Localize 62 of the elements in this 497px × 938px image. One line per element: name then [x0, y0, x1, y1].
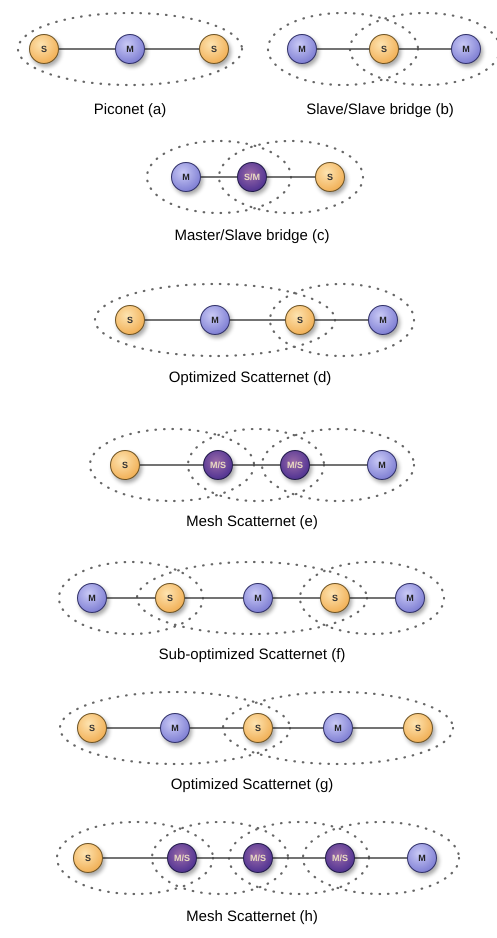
link-line: [350, 597, 395, 599]
slave-node: S: [155, 583, 185, 613]
slave-node: S: [29, 34, 59, 64]
slave-node: S: [315, 162, 345, 192]
master-node: M: [407, 843, 437, 873]
caption: Mesh Scatternet (e): [186, 513, 318, 530]
link-line: [273, 857, 325, 859]
slave-node: S: [243, 713, 273, 743]
master-node: M: [77, 583, 107, 613]
link-line: [233, 464, 280, 466]
caption: Piconet (a): [94, 101, 166, 118]
bridge-node: M/S: [280, 450, 310, 480]
link-line: [230, 319, 285, 321]
master-node: M: [115, 34, 145, 64]
slave-node: S: [285, 305, 315, 335]
link-line: [355, 857, 407, 859]
master-node: M: [451, 34, 481, 64]
caption: Slave/Slave bridge (b): [306, 101, 454, 118]
link-line: [273, 727, 323, 729]
caption: Master/Slave bridge (c): [174, 227, 330, 244]
bridge-node: S/M: [237, 162, 267, 192]
slave-node: S: [73, 843, 103, 873]
master-node: M: [395, 583, 425, 613]
caption: Optimized Scatternet (d): [168, 369, 332, 386]
slave-node: S: [199, 34, 229, 64]
link-line: [399, 48, 451, 50]
caption: Mesh Scatternet (h): [186, 908, 318, 925]
master-node: M: [200, 305, 230, 335]
link-line: [310, 464, 367, 466]
link-line: [140, 464, 203, 466]
caption: Optimized Scatternet (g): [170, 776, 334, 793]
link-line: [107, 597, 155, 599]
master-node: M: [287, 34, 317, 64]
master-node: M: [160, 713, 190, 743]
link-line: [190, 727, 243, 729]
master-node: M: [368, 305, 398, 335]
slave-node: S: [369, 34, 399, 64]
link-line: [273, 597, 320, 599]
bridge-node: M/S: [243, 843, 273, 873]
link-line: [107, 727, 160, 729]
slave-node: S: [115, 305, 145, 335]
link-line: [267, 176, 315, 178]
link-line: [201, 176, 237, 178]
link-line: [145, 48, 199, 50]
bridge-node: M/S: [203, 450, 233, 480]
link-line: [145, 319, 200, 321]
slave-node: S: [403, 713, 433, 743]
link-line: [197, 857, 243, 859]
link-line: [103, 857, 167, 859]
slave-node: S: [110, 450, 140, 480]
bridge-node: M/S: [167, 843, 197, 873]
master-node: M: [323, 713, 353, 743]
master-node: M: [171, 162, 201, 192]
caption: Sub-optimized Scatternet (f): [158, 646, 346, 663]
link-line: [353, 727, 403, 729]
slave-node: S: [77, 713, 107, 743]
link-line: [59, 48, 115, 50]
master-node: M: [243, 583, 273, 613]
slave-node: S: [320, 583, 350, 613]
master-node: M: [367, 450, 397, 480]
link-line: [185, 597, 243, 599]
bridge-node: M/S: [325, 843, 355, 873]
